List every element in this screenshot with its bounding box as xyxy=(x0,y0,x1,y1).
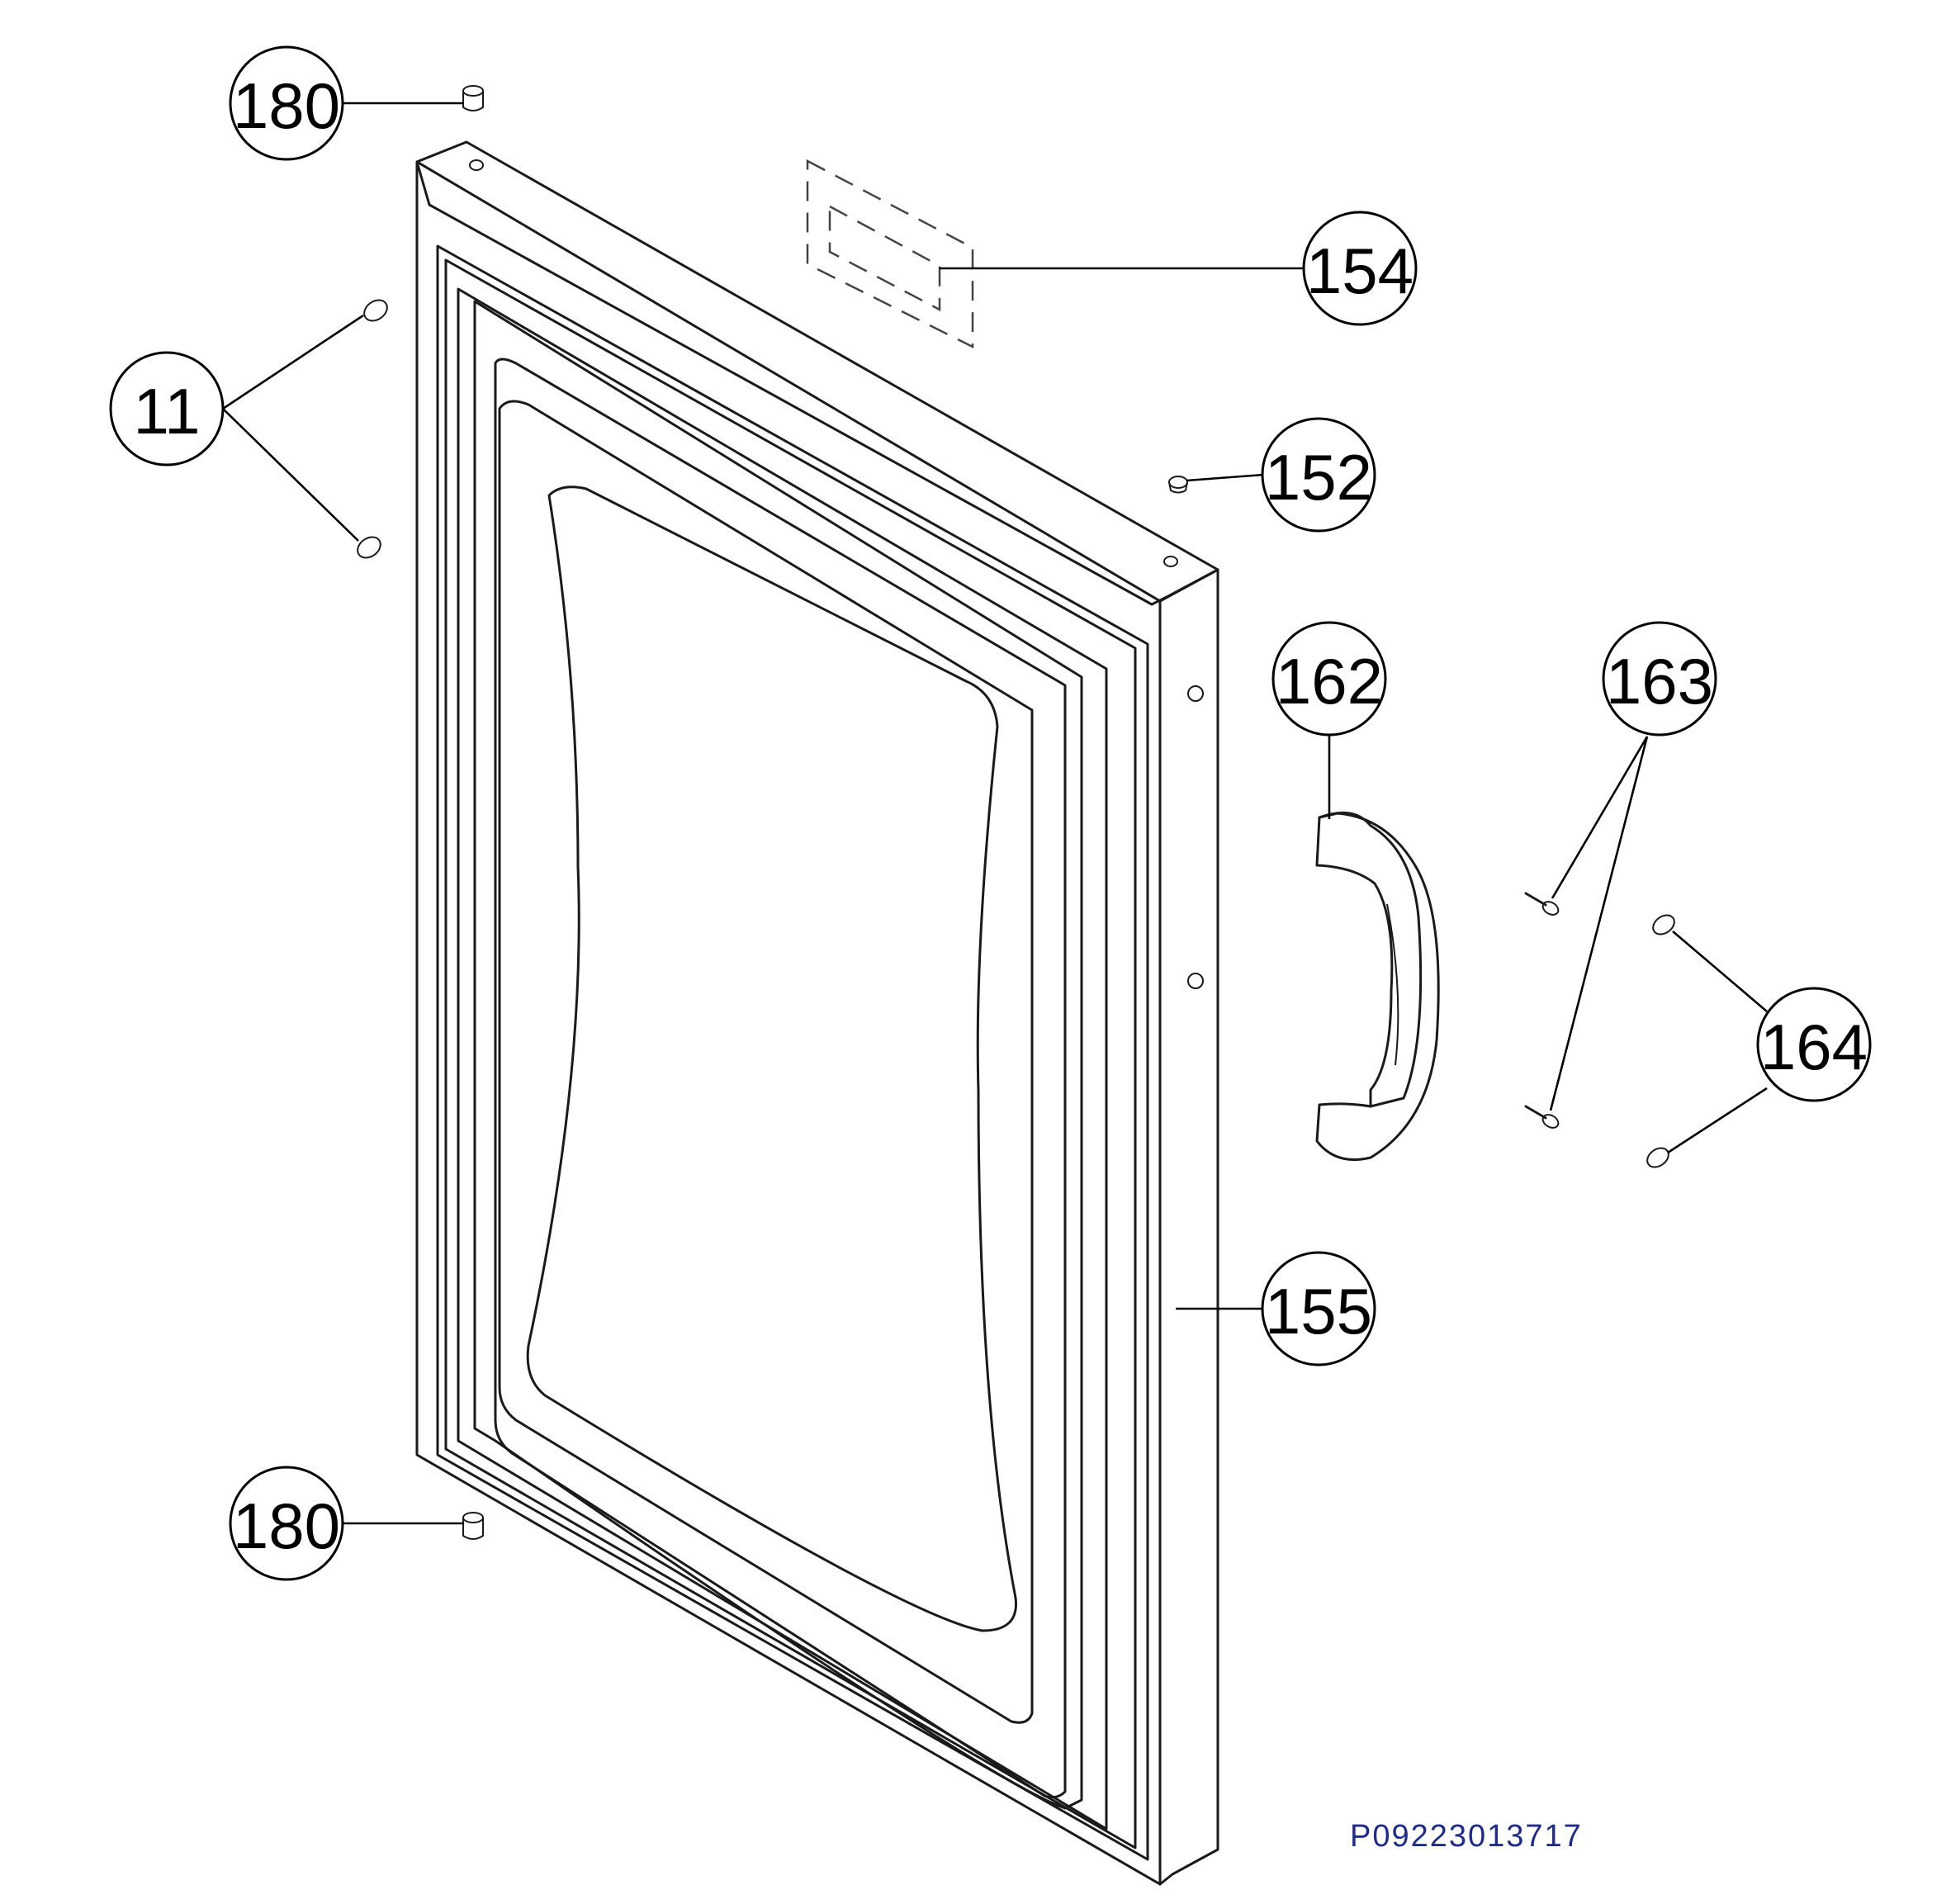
inner-liner-2 xyxy=(473,300,1083,1810)
door-handle-inner xyxy=(1386,903,1399,1066)
cover-cap-top xyxy=(1652,914,1675,935)
handle-hole-bottom xyxy=(1187,973,1204,989)
inner-liner-4 xyxy=(498,400,1034,1724)
callout-label: 164 xyxy=(1760,1011,1868,1083)
callout-label: 163 xyxy=(1606,645,1713,718)
inner-liner-1 xyxy=(457,287,1108,1831)
gasket-outer xyxy=(436,244,1149,1861)
handle-hole-top xyxy=(1187,685,1204,702)
leader-163-bottom xyxy=(1549,736,1649,1111)
drawing-code: P09223013717 xyxy=(1350,1819,1583,1854)
callout-label: 180 xyxy=(233,1490,340,1562)
callout-152: 152 xyxy=(1261,417,1376,533)
door-top-edge xyxy=(415,140,1219,606)
callout-label: 154 xyxy=(1306,234,1414,307)
callout-label: 152 xyxy=(1265,441,1372,514)
callout-11: 11 xyxy=(109,351,225,467)
door-hinge-hole-corner xyxy=(1163,556,1178,567)
screw-bottom xyxy=(1524,1105,1560,1129)
callout-label: 162 xyxy=(1276,645,1383,718)
door-label-outline xyxy=(806,159,974,349)
cap-152 xyxy=(1168,476,1188,494)
callout-label: 11 xyxy=(134,375,201,448)
leader-152 xyxy=(1186,473,1264,482)
door-outer-frame xyxy=(415,160,1162,1886)
callout-154: 154 xyxy=(1302,211,1418,326)
screw-top xyxy=(1524,892,1560,916)
hinge-bushing-bottom xyxy=(462,1512,484,1540)
door-side-edge xyxy=(1158,568,1219,1886)
label-outer-dashed xyxy=(806,159,974,349)
door-hinge-hole-top xyxy=(469,159,484,171)
door-handle-grip xyxy=(1315,816,1394,1108)
leader-164-top xyxy=(1672,931,1768,1012)
leader-163-top xyxy=(1551,736,1649,899)
callout-label: 180 xyxy=(233,69,340,142)
leader-11-top xyxy=(222,314,364,410)
gasket-inner xyxy=(444,258,1137,1850)
door-handle xyxy=(1315,811,1440,1161)
plug-top xyxy=(363,299,388,322)
callout-164: 164 xyxy=(1756,987,1872,1102)
callout-label: 155 xyxy=(1265,1275,1372,1347)
plug-bottom xyxy=(357,536,381,559)
label-inner-dashed xyxy=(828,204,941,312)
leader-164-bottom xyxy=(1667,1087,1768,1154)
inner-liner-3 xyxy=(494,358,1067,1799)
leader-11-bottom xyxy=(222,408,359,542)
callout-163: 163 xyxy=(1602,621,1717,736)
callout-162: 162 xyxy=(1271,621,1387,736)
door-panel xyxy=(415,140,1219,1886)
callout-155: 155 xyxy=(1261,1251,1376,1366)
cover-cap-bottom xyxy=(1646,1147,1669,1168)
callout-180-top: 180 xyxy=(229,45,344,161)
door-recess xyxy=(526,485,1017,1632)
hinge-bushing-top xyxy=(462,85,484,111)
callout-180-bottom: 180 xyxy=(229,1466,344,1581)
